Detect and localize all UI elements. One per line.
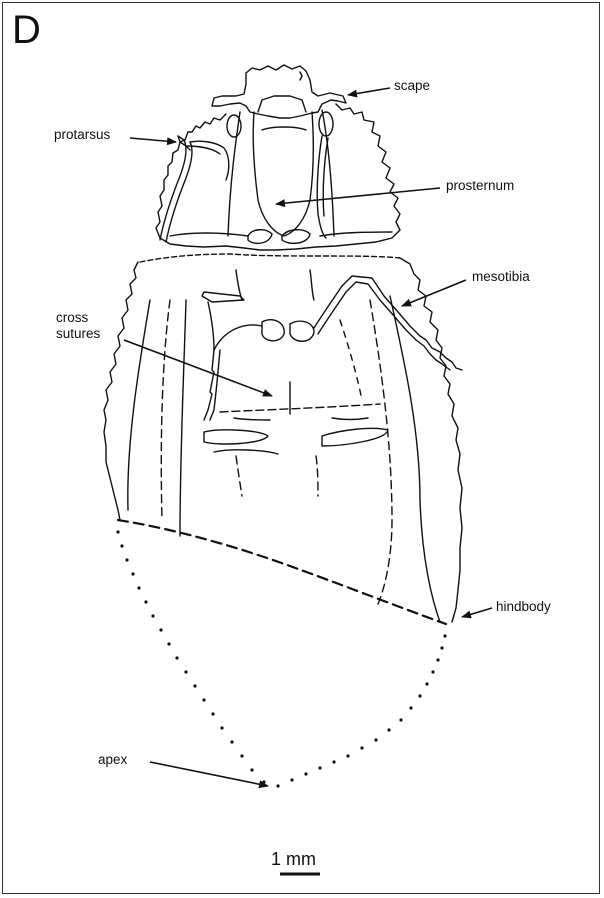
head-neck-left <box>258 96 306 112</box>
mesotarsus-right-b <box>416 340 450 370</box>
proleg-right-b <box>323 138 328 216</box>
metasternum-line-b <box>310 270 314 300</box>
elytron-stria-5 <box>370 300 392 604</box>
procoxa-right <box>282 230 310 244</box>
procoxa-left <box>248 230 272 244</box>
label-protarsus: protarsus <box>54 127 110 143</box>
mesotarsus-left <box>204 350 214 420</box>
scale-bar-label: 1 mm <box>271 849 316 869</box>
hindbody-dashed-margin <box>118 520 446 624</box>
proleg-right <box>317 136 326 238</box>
pronotum-outline <box>156 104 400 250</box>
label-scape: scape <box>394 78 430 94</box>
body-outline-top <box>140 254 400 262</box>
prosternum-arrow <box>276 188 440 204</box>
abdomen-line-left <box>236 456 242 496</box>
head-clypeus <box>300 72 302 80</box>
mesoleg-left-a <box>202 292 244 302</box>
apex-arrow <box>150 762 268 786</box>
eye-left <box>227 115 241 137</box>
mesotarsus-right <box>420 336 462 370</box>
hindbody-arrow <box>462 608 492 617</box>
cross-suture-horizontal <box>220 404 380 412</box>
prosternum-inner <box>262 127 306 130</box>
apex-dotted-outline <box>116 530 446 787</box>
protarsus-arrow <box>130 138 176 142</box>
metacoxa-right-b <box>332 418 368 420</box>
abdomen-line-right <box>316 456 318 496</box>
mesoleg-left-b <box>208 302 214 350</box>
body-outline-right <box>400 258 462 622</box>
cross-sutures-arrow <box>124 340 272 396</box>
label-mesotibia: mesotibia <box>472 269 530 285</box>
label-apex: apex <box>98 752 127 768</box>
mesocoxa-right <box>290 321 314 341</box>
pronotum-posterior-left <box>170 233 248 236</box>
metacoxa-left <box>204 430 268 444</box>
scape-arrow <box>348 88 390 95</box>
elytron-stria-3 <box>180 300 186 536</box>
head-outline <box>212 65 346 118</box>
elytron-stria-1 <box>128 300 150 510</box>
label-cross-sutures: cross sutures <box>56 310 128 342</box>
body-outline-left <box>104 262 138 520</box>
mesocoxa-left <box>262 320 284 341</box>
label-hindbody: hindbody <box>496 599 551 615</box>
label-prosternum: prosternum <box>446 178 514 194</box>
metacoxa-left-b <box>214 450 278 454</box>
pronotum-inner-left <box>228 112 240 236</box>
mesoleg-right-femur <box>314 286 342 328</box>
mesoleg-right-femur-b <box>318 292 346 334</box>
metacoxa-left-c <box>234 418 270 420</box>
elytron-stria-4 <box>390 296 440 622</box>
mesoleg-left-c <box>214 325 262 350</box>
proleg-left-inner <box>166 142 192 242</box>
elytron-stria-2 <box>161 300 170 520</box>
elytron-stria-6 <box>340 320 362 400</box>
mesotibia-arrow <box>402 280 466 306</box>
metacoxa-right <box>322 428 388 446</box>
pronotum-posterior-right <box>320 232 392 236</box>
